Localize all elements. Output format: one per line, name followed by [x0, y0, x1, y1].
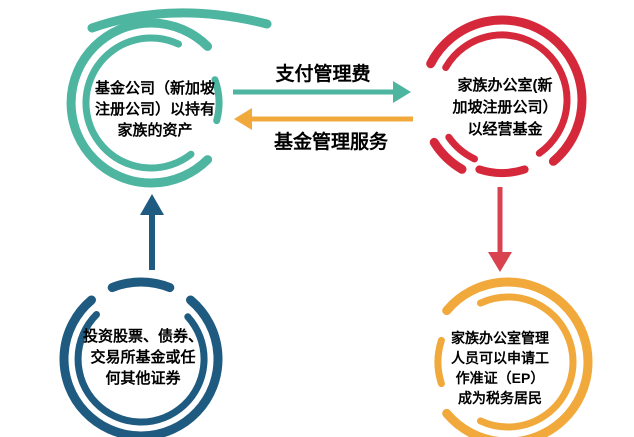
employment-pass-outer-ring: [442, 277, 593, 437]
employment-pass-text-line-4: 成为税务居民: [458, 390, 542, 406]
fund-company-inner-ring: [82, 34, 195, 172]
arrow-fund-management-service: 基金管理服务: [234, 108, 413, 153]
family-office-outer-ring: [426, 15, 587, 166]
node-investments: 投资股票、债券、 交易所基金或任 何其他证券: [59, 277, 223, 437]
arrow-invest-flow: [140, 194, 164, 270]
node-fund-company: 基金公司（新加坡 注册公司）以持有 家族的资产: [66, 8, 272, 188]
fund-company-text-line-1: 基金公司（新加坡: [94, 79, 215, 97]
fund-company-outer-ring: [66, 18, 213, 188]
investments-text-line-2: 交易所基金或任: [90, 348, 195, 366]
family-office-inner-ring-stub: [445, 133, 478, 163]
mgmt-service-label: 基金管理服务: [273, 130, 389, 153]
arrow-pay-management-fee: 支付管理费: [233, 62, 411, 103]
investments-top-segment: [107, 277, 175, 293]
invest-arrowhead-icon: [140, 194, 164, 215]
fund-company-ring-segment: [211, 76, 223, 125]
mgmt-service-arrowhead-icon: [234, 108, 252, 130]
employment-pass-text-line-2: 人员可以申请工: [451, 350, 549, 366]
employment-pass-ring-segment: [434, 336, 445, 388]
family-office-bottom-segment: [475, 165, 529, 177]
investments-text-line-3: 何其他证券: [105, 369, 181, 387]
investments-inner-ring: [74, 311, 208, 426]
family-office-text-line-3: 以经营基金: [467, 120, 543, 138]
family-office-outer-ring-stub: [429, 137, 467, 174]
family-office-inner-ring: [442, 31, 571, 157]
family-office-text-line-2: 加坡注册公司）: [451, 98, 557, 116]
pay-fee-label: 支付管理费: [274, 62, 370, 85]
node-employment-pass: 家族办公室管理 人员可以申请工 作准证（EP） 成为税务居民: [434, 277, 593, 437]
investments-outer-ring: [59, 295, 223, 437]
family-office-text-line-1: 家族办公室(新: [458, 76, 553, 94]
fund-company-text-line-3: 家族的资产: [117, 121, 192, 139]
pay-fee-arrowhead-icon: [393, 81, 411, 103]
fund-company-text-line-2: 注册公司）以持有: [95, 100, 215, 118]
ep-arrowhead-icon: [488, 252, 512, 272]
employment-pass-text-line-3: 作准证（EP）: [456, 370, 545, 386]
investments-text-line-1: 投资股票、债券、: [83, 327, 203, 345]
node-family-office: 家族办公室(新 加坡注册公司） 以经营基金: [426, 15, 587, 177]
arrow-ep-flow: [488, 187, 512, 272]
fund-company-clipped-top-arc: [87, 8, 272, 33]
employment-pass-inner-ring: [477, 293, 577, 431]
employment-pass-text-line-1: 家族办公室管理: [451, 330, 549, 346]
